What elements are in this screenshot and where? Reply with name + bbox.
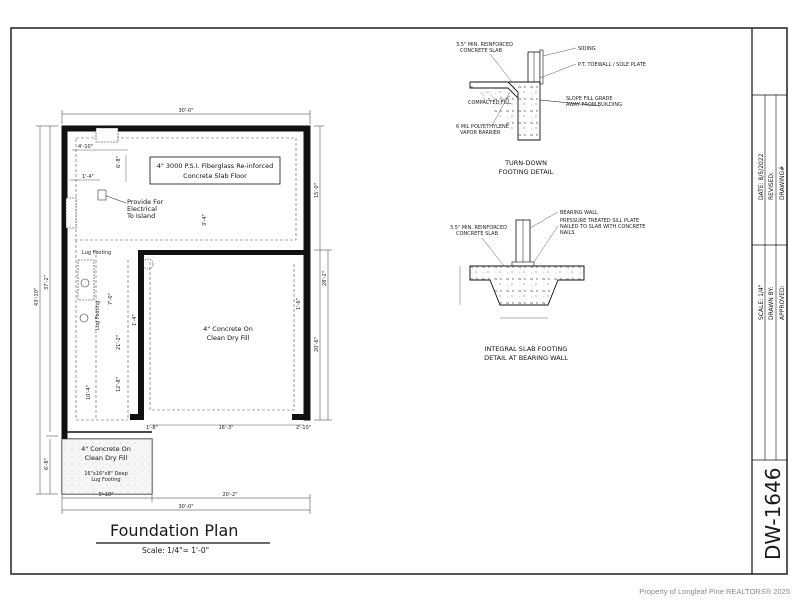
td-callout-3: SIDING bbox=[578, 46, 596, 52]
dim-garage-bottom-right: 2'-10" bbox=[296, 425, 311, 431]
td-fill-hatch bbox=[479, 91, 505, 101]
electrical-leader bbox=[103, 194, 127, 204]
plan-title: Foundation Plan bbox=[110, 521, 238, 540]
integral-slab-footing-detail: BEARING WALL PRESSURE TREATED SILL PLATE… bbox=[450, 210, 645, 362]
dim-kitchen-d: 3'-4" bbox=[202, 214, 208, 226]
isf-callout-1: BEARING WALL bbox=[560, 210, 598, 216]
dim-bottom-left: 9'-10" bbox=[98, 492, 113, 498]
dim-left-lower: 6'-8" bbox=[44, 458, 50, 470]
dim-garage-right-inner: 20'-6" bbox=[314, 337, 320, 352]
isf-slab-footing bbox=[469, 265, 585, 306]
dim-bottom-overall: 30'-0" bbox=[178, 504, 193, 510]
plumbing-box-top bbox=[95, 127, 119, 143]
dim-lug-c: 10'-4" bbox=[86, 385, 92, 400]
td-siding bbox=[539, 49, 544, 85]
plan-scale: Scale: 1/4"= 1'-0" bbox=[142, 546, 209, 555]
drawing-number: DW-1646 bbox=[761, 468, 785, 560]
dim-right-lower: 28'-2" bbox=[322, 271, 328, 286]
isf-sill-plate bbox=[511, 261, 535, 267]
lug-footing-box bbox=[77, 259, 95, 301]
garage-bottom-wall-right bbox=[292, 414, 310, 420]
slab-note-line1: 4" 3000 P.S.I. Fiberglass Re-inforced bbox=[157, 162, 274, 170]
isf-callout-3: NAILED TO SLAB WITH CONCRETE bbox=[560, 224, 645, 230]
td-callout-7: AWAY FROM BUILDING bbox=[566, 102, 622, 108]
isf-callout-2: PRESSURE TREATED SILL PLATE bbox=[560, 218, 639, 224]
porch-footing-line1: 16"x16"x8" Deep bbox=[84, 471, 128, 477]
garage-note-line2: Clean Dry Fill bbox=[207, 334, 250, 342]
electrical-note-line2: Electrical bbox=[127, 205, 157, 213]
td-callout-9: VAPOR BARRIER bbox=[460, 130, 501, 136]
td-grade-line bbox=[539, 99, 601, 107]
tb-drawn-by: DRAWN BY: bbox=[768, 287, 775, 320]
dim-top-overall: 30'-0" bbox=[178, 108, 193, 114]
garage-bottom-wall-left bbox=[130, 414, 144, 420]
dim-bottom-right: 20'-2" bbox=[222, 492, 237, 498]
dim-lug-b: 21'-2" bbox=[116, 335, 122, 350]
plumbing-box-left bbox=[65, 197, 77, 229]
column-marker bbox=[142, 258, 154, 270]
tb-approved: APPROVED: bbox=[779, 285, 786, 320]
dim-kitchen-b: 1'-4" bbox=[82, 174, 94, 180]
turndown-footing-detail: 3.5" MIN. REINFORCED CONCRETE SLAB SIDIN… bbox=[456, 42, 646, 176]
watermark: Property of Longleaf Pine REALTORS® 2025 bbox=[639, 587, 790, 596]
isf-callout-6: CONCRETE SLAB bbox=[456, 231, 499, 237]
tb-date: DATE: 8/5/2022 bbox=[758, 153, 765, 200]
dim-lug-a: 7'-0" bbox=[108, 293, 114, 305]
turndown-title-line2: FOOTING DETAIL bbox=[499, 168, 554, 176]
td-callout-8: 6 MIL POLYETHYLENE bbox=[456, 124, 509, 130]
lug-footing-vertical: Lug Footing bbox=[95, 301, 101, 330]
porch-footing-line2: Lug Footing bbox=[91, 477, 120, 483]
fixture-circle-1 bbox=[80, 278, 90, 288]
tb-scale: SCALE: 1/4" bbox=[758, 284, 765, 320]
td-callout-4: P.T. TOEWALL / SOLE PLATE bbox=[578, 62, 646, 68]
td-callout-1: 3.5" MIN. REINFORCED bbox=[456, 42, 513, 48]
porch-note-line2: Clean Dry Fill bbox=[85, 454, 128, 462]
dim-garage-bottom: 16'-3" bbox=[218, 425, 233, 431]
isf-callout-4: NAILS bbox=[560, 230, 575, 236]
sheet-border bbox=[10, 27, 788, 575]
dim-left-upper: 37'-2" bbox=[44, 275, 50, 290]
electrical-note-line1: Provide For bbox=[127, 198, 164, 206]
td-callout-6: SLOPE FILL GRADE bbox=[566, 96, 613, 102]
td-callout-2: CONCRETE SLAB bbox=[460, 48, 503, 54]
isf-callout-5: 3.5" MIN. REINFORCED bbox=[450, 225, 507, 231]
integral-title-line1: INTEGRAL SLAB FOOTING bbox=[485, 345, 568, 353]
island-marker bbox=[97, 189, 107, 201]
front-porch-fill bbox=[62, 439, 152, 494]
fixture-circle-2 bbox=[79, 313, 89, 323]
dim-garage-mid-right: 1'-6" bbox=[296, 298, 302, 310]
dim-kitchen-a: 4'-10" bbox=[78, 144, 93, 150]
dim-garage-bottom-left: 1'-8" bbox=[146, 425, 158, 431]
tb-drawing: DRAWING# bbox=[779, 166, 786, 200]
dim-lug-d: 12'-8" bbox=[116, 377, 122, 392]
dim-left-overall: 43'-10" bbox=[34, 288, 40, 306]
integral-title-line2: DETAIL AT BEARING WALL bbox=[484, 354, 568, 362]
turndown-title-line1: TURN-DOWN bbox=[504, 159, 547, 167]
porch-note-line1: 4" Concrete On bbox=[81, 445, 131, 453]
electrical-note-line3: To Island bbox=[126, 212, 155, 220]
slab-note-box bbox=[149, 156, 281, 185]
slab-dashed-outline bbox=[75, 137, 297, 241]
lug-footing-label: Lug Footing bbox=[82, 250, 111, 256]
title-block: DATE: 8/5/2022 REVISED: DRAWING# SCALE: … bbox=[751, 28, 787, 574]
slab-note-line2: Concrete Slab Floor bbox=[183, 172, 247, 180]
dim-right-upper: 15'-0" bbox=[314, 183, 320, 198]
dim-garage-left-small: 1'-4" bbox=[132, 314, 138, 326]
garage-note-line1: 4" Concrete On bbox=[203, 325, 253, 333]
tb-revised: REVISED: bbox=[768, 172, 775, 200]
foundation-plan: 4" 3000 P.S.I. Fiberglass Re-inforced Co… bbox=[34, 108, 332, 555]
td-callout-5: COMPACTED FILL bbox=[468, 100, 511, 106]
td-slab-footing bbox=[469, 81, 541, 141]
dim-kitchen-c: 6'-8" bbox=[116, 156, 122, 168]
